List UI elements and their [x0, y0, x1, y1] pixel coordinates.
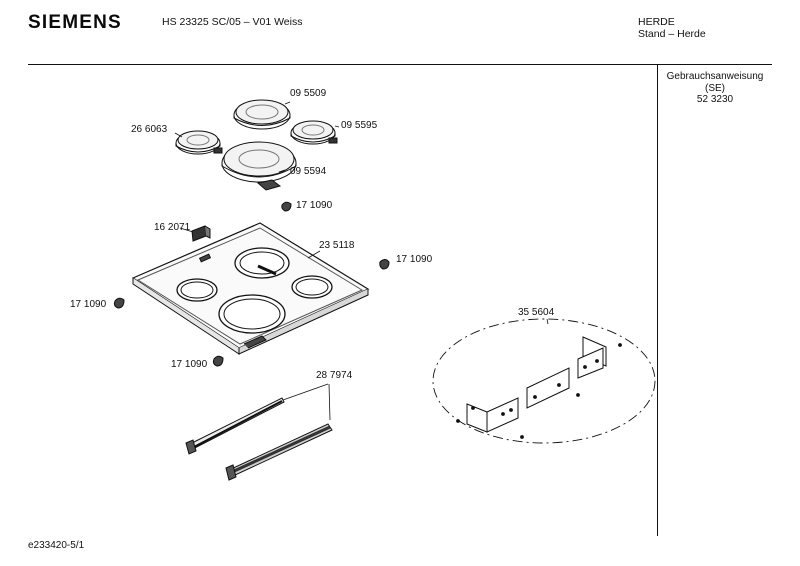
- part-label-287974: 28 7974: [316, 370, 353, 381]
- part-label-171090-left: 17 1090: [70, 299, 107, 310]
- part-label-095595: 09 5595: [341, 120, 378, 131]
- document-title: Gebrauchsanweisung: [666, 71, 764, 82]
- hotplate-095595: [290, 120, 338, 145]
- clip-171090-top: [281, 201, 292, 212]
- drawing-code: e233420-5/1: [28, 540, 85, 551]
- hotplate-095509: [233, 99, 291, 130]
- part-label-266063: 26 6063: [131, 124, 168, 135]
- document-language: (SE): [705, 83, 725, 94]
- header-divider: [28, 64, 772, 65]
- part-label-095509: 09 5509: [290, 88, 327, 99]
- part-label-235118: 23 5118: [319, 240, 355, 251]
- clip-171090-bottom: [212, 355, 224, 367]
- hotplate-095594: [221, 141, 297, 191]
- subcategory-label: Stand – Herde: [638, 28, 706, 40]
- bracket-set-355604: [432, 318, 656, 444]
- column-divider: [657, 64, 658, 536]
- model-title: HS 23325 SC/05 – V01 Weiss: [162, 16, 303, 28]
- brand-logo: SIEMENS: [28, 12, 122, 33]
- cooktop-frame-235118: [131, 222, 370, 355]
- clip-171090-right: [379, 259, 390, 270]
- part-label-171090-right: 17 1090: [396, 254, 433, 265]
- hotplate-266063: [175, 130, 223, 155]
- part-label-171090-top: 17 1090: [296, 200, 333, 211]
- category-label: HERDE: [638, 16, 675, 28]
- part-label-095594: 09 5594: [290, 166, 327, 177]
- document-number: 52 3230: [696, 94, 734, 105]
- bracket-162071: [191, 225, 211, 242]
- trim-strips-287974: [185, 383, 333, 481]
- clip-171090-left: [113, 297, 125, 309]
- part-label-355604: 35 5604: [518, 307, 555, 318]
- part-label-171090-bottom: 17 1090: [171, 359, 208, 370]
- part-label-162071: 16 2071: [154, 222, 191, 233]
